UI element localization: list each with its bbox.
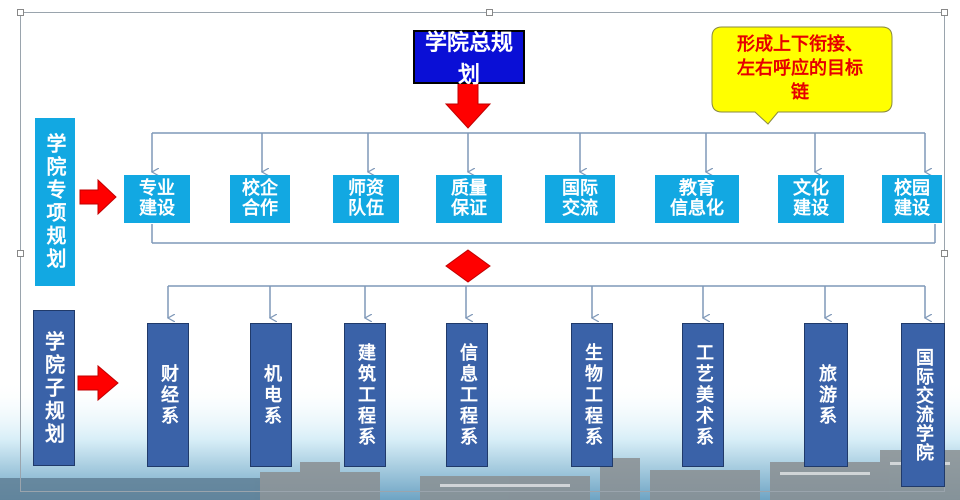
plan-item-school-enterprise: 校企合作 [230,175,290,223]
plan-item-faculty: 师资队伍 [333,175,399,223]
callout-line: 左右呼应的目标 [737,58,863,79]
item-line: 建设 [894,198,930,219]
down-arrow [444,79,492,129]
dept-biology: 生物工程系 [571,323,613,467]
master-plan-title: 学院总规划 [413,30,525,88]
item-line: 文化 [793,178,829,199]
item-line: 教育 [679,178,715,199]
dept-arts: 工艺美术系 [682,323,724,467]
selection-handle[interactable] [941,9,948,16]
sub-plan-label: 学院子规划 [33,310,75,466]
diamond-connector [445,249,491,283]
plan-item-quality: 质量保证 [436,175,502,223]
dept-architecture: 建筑工程系 [344,323,386,467]
dept-tourism: 旅游系 [804,323,848,467]
selection-handle[interactable] [486,9,493,16]
item-line: 师资 [348,178,384,199]
dept-international-college: 国际交流学院 [901,323,945,487]
item-line: 国际 [562,178,598,199]
callout-line: 形成上下衔接、 [737,34,863,55]
callout-line: 链 [791,82,809,103]
item-line: 建设 [793,198,829,219]
callout-bubble [711,26,893,125]
callout-text: 形成上下衔接、 左右呼应的目标 链 [710,33,890,105]
item-line: 专业 [139,178,175,199]
selection-handle[interactable] [17,250,24,257]
callout: 形成上下衔接、 左右呼应的目标 链 [710,25,890,113]
right-arrow [77,364,119,402]
item-line: 保证 [451,198,487,219]
item-line: 信息化 [670,198,724,219]
dept-mechatronics: 机电系 [250,323,292,467]
dept-finance: 财经系 [147,323,189,467]
special-plan-label: 学院专项规划 [35,118,75,286]
item-line: 校园 [894,178,930,199]
plan-item-culture: 文化建设 [778,175,844,223]
item-line: 质量 [451,178,487,199]
item-line: 校企 [242,178,278,199]
item-line: 交流 [562,198,598,219]
dept-information: 信息工程系 [446,323,488,467]
item-line: 合作 [242,198,278,219]
selection-handle[interactable] [17,9,24,16]
plan-item-informatization: 教育信息化 [655,175,739,223]
plan-item-international: 国际交流 [545,175,615,223]
item-line: 建设 [139,198,175,219]
item-line: 队伍 [348,198,384,219]
plan-item-campus: 校园建设 [882,175,942,223]
plan-item-major: 专业建设 [124,175,190,223]
right-arrow [79,178,117,216]
selection-handle[interactable] [941,250,948,257]
